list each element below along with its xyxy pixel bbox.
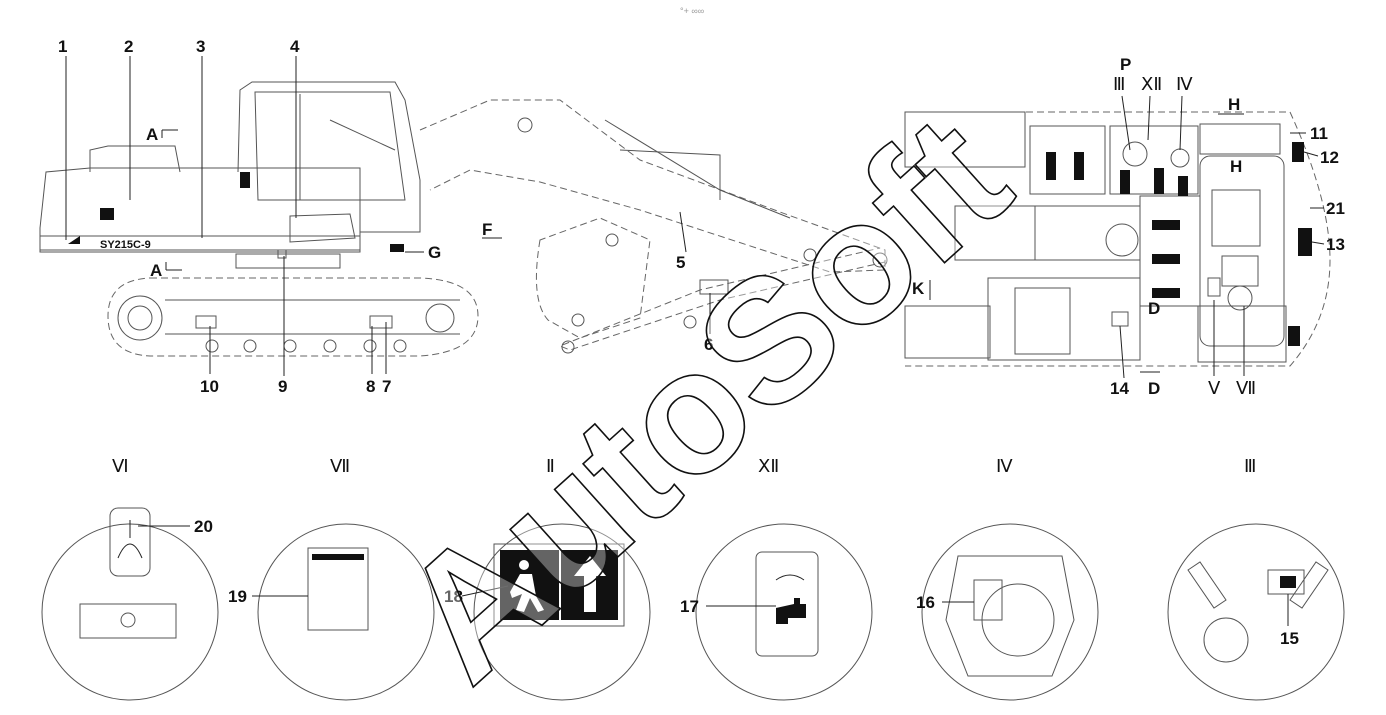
arrow-up-icon [574, 556, 606, 612]
letter-h-mid: H [1230, 157, 1242, 176]
detail-iii-title: Ⅲ [1244, 456, 1256, 476]
section-f: F [482, 220, 492, 239]
callout-13: 13 [1326, 235, 1345, 254]
detail-iii: Ⅲ 15 [1167, 456, 1345, 701]
detail-vi-title: Ⅵ [112, 456, 129, 476]
detail-iv: Ⅳ 16 [916, 456, 1099, 701]
section-a-top: A [146, 125, 158, 144]
callout-6: 6 [704, 335, 713, 354]
callout-17: 17 [680, 597, 699, 616]
callout-14: 14 [1110, 379, 1129, 398]
detail-xii-title: ⅩⅡ [758, 456, 779, 476]
section-a-bottom: A [150, 261, 162, 280]
top-view-callouts: P Ⅲ ⅩⅡ Ⅳ H H K D D 11 12 13 14 21 Ⅴ Ⅶ [912, 55, 1345, 398]
callout-7: 7 [382, 377, 391, 396]
letter-p: P [1120, 55, 1131, 74]
roman-xii-top: ⅩⅡ [1141, 74, 1162, 94]
callout-9: 9 [278, 377, 287, 396]
top-view-excavator [904, 111, 1331, 367]
callout-19: 19 [228, 587, 247, 606]
detail-ii-title: Ⅱ [546, 456, 555, 476]
roman-vii-top: Ⅶ [1236, 378, 1256, 398]
model-decal: SY215C-9 [100, 239, 151, 251]
callout-11: 11 [1310, 124, 1328, 143]
exit-figure-icon [519, 560, 529, 570]
callout-15: 15 [1280, 629, 1299, 648]
callout-18: 18 [444, 587, 463, 606]
roman-iv-top: Ⅳ [1176, 74, 1193, 94]
callout-16: 16 [916, 593, 935, 612]
rotate-arrow-icon [775, 574, 805, 581]
faucet-icon [776, 598, 806, 624]
detail-iv-title: Ⅳ [996, 456, 1013, 476]
callout-21: 21 [1326, 199, 1345, 218]
detail-vii-title: Ⅶ [330, 456, 350, 476]
roman-v-top: Ⅴ [1208, 378, 1221, 398]
letter-d-top: D [1148, 299, 1160, 318]
side-view-excavator: SY215C-9 [39, 81, 888, 357]
side-view-callouts: 1 2 3 4 5 6 7 8 9 10 A A F G [58, 37, 713, 396]
detail-xii: ⅩⅡ 17 [680, 456, 873, 701]
roman-iii-top: Ⅲ [1113, 74, 1125, 94]
callout-5: 5 [676, 253, 685, 272]
header-mark: °+ ∞∞ [680, 6, 704, 16]
callout-1: 1 [58, 37, 67, 56]
callout-20: 20 [194, 517, 213, 536]
letter-d-bottom: D [1148, 379, 1160, 398]
callout-3: 3 [196, 37, 205, 56]
detail-ii: Ⅱ 18 [444, 456, 651, 701]
callout-2: 2 [124, 37, 133, 56]
section-g: G [428, 243, 441, 262]
letter-k: K [912, 279, 925, 298]
callout-12: 12 [1320, 148, 1339, 167]
callout-4: 4 [290, 37, 300, 56]
watermark: AutoSoft [365, 79, 1044, 715]
detail-vii: Ⅶ 19 [228, 456, 435, 701]
callout-8: 8 [366, 377, 375, 396]
callout-10: 10 [200, 377, 219, 396]
detail-vi: Ⅵ 20 [41, 456, 219, 701]
letter-h-top: H [1228, 95, 1240, 114]
